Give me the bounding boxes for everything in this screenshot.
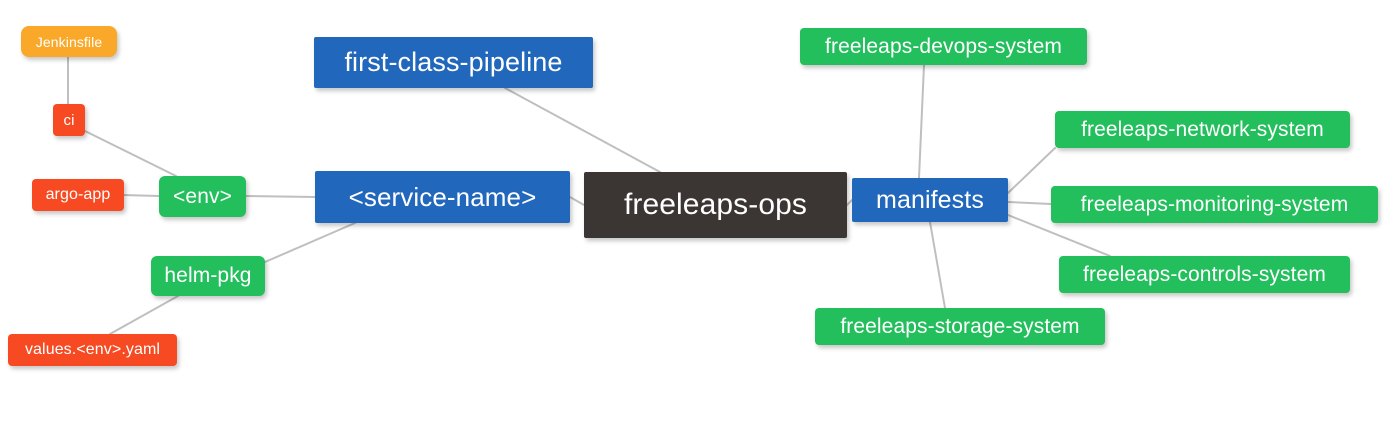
mindmap-node-manifests[interactable]: manifests [852,178,1008,222]
edge-env-to-argo-app [123,194,160,197]
node-label: freeleaps-controls-system [1083,262,1326,286]
node-label: <env> [173,184,232,208]
edge-env-to-ci [84,130,177,177]
node-label: freeleaps-network-system [1081,117,1324,141]
edge-helm-pkg-to-values-env-yaml [109,295,179,335]
node-label: helm-pkg [164,264,252,287]
mindmap-node-freeleaps-monitoring-system[interactable]: freeleaps-monitoring-system [1051,186,1378,223]
edge-service-name-to-env [245,195,316,198]
mindmap-node-argo-app[interactable]: argo-app [32,179,124,211]
node-label: <service-name> [348,181,537,212]
mindmap-node-first-class-pipeline[interactable]: first-class-pipeline [314,37,593,88]
edge-freeleaps-ops-to-first-class-pipeline [504,87,661,173]
node-label: Jenkinsfile [35,33,103,50]
mindmap-node-freeleaps-controls-system[interactable]: freeleaps-controls-system [1059,256,1350,293]
node-label: manifests [876,185,984,214]
mindmap-node-freeleaps-ops[interactable]: freeleaps-ops [584,172,847,238]
node-label: freeleaps-monitoring-system [1080,192,1349,216]
mindmap-node-freeleaps-devops-system[interactable]: freeleaps-devops-system [800,28,1087,65]
node-label: freeleaps-storage-system [840,314,1080,338]
edge-manifests-to-freeleaps-network-system [1007,147,1056,194]
node-label: first-class-pipeline [344,47,563,77]
node-label: ci [63,111,75,129]
mindmap-node-freeleaps-storage-system[interactable]: freeleaps-storage-system [815,308,1105,345]
mindmap-node-values-env-yaml[interactable]: values.<env>.yaml [8,334,177,366]
edge-manifests-to-freeleaps-storage-system [929,221,946,309]
node-label: argo-app [45,186,111,203]
node-label: freeleaps-ops [623,188,808,221]
mindmap-node-ci[interactable]: ci [53,104,85,136]
mindmap-node-service-name[interactable]: <service-name> [315,171,570,223]
edge-manifests-to-freeleaps-monitoring-system [1007,201,1052,205]
mindmap-node-jenkinsfile[interactable]: Jenkinsfile [21,26,117,57]
mindmap-node-env[interactable]: <env> [159,176,246,217]
edge-service-name-to-helm-pkg [264,222,356,263]
edge-freeleaps-ops-to-service-name [569,196,585,206]
mindmap-node-freeleaps-network-system[interactable]: freeleaps-network-system [1055,111,1350,148]
mindmap-node-helm-pkg[interactable]: helm-pkg [151,256,265,296]
edge-manifests-to-freeleaps-devops-system [918,64,925,179]
node-label: freeleaps-devops-system [825,34,1062,58]
node-label: values.<env>.yaml [24,341,161,358]
